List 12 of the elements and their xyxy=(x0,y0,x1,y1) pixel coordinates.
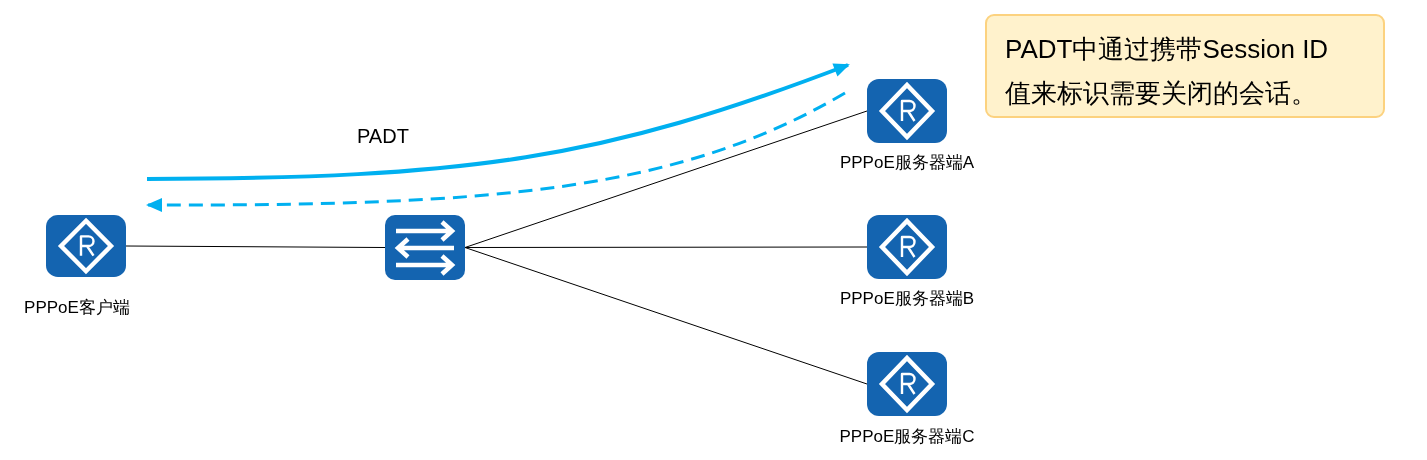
connection-line xyxy=(464,110,868,248)
arrow xyxy=(147,63,850,181)
connection-line xyxy=(464,247,868,385)
note-box: PADT中通过携带Session ID值来标识需要关闭的会话。 xyxy=(985,14,1385,118)
connection-line xyxy=(464,246,868,248)
device-label: PPPoE客户端 xyxy=(24,297,130,319)
connection-line xyxy=(125,245,386,248)
device-label: PPPoE服务器端A xyxy=(839,152,975,174)
device-label: PPPoE服务器端B xyxy=(839,288,975,310)
switch-icon xyxy=(385,215,465,280)
device-label: PPPoE服务器端C xyxy=(839,426,975,448)
arrow xyxy=(146,91,846,212)
